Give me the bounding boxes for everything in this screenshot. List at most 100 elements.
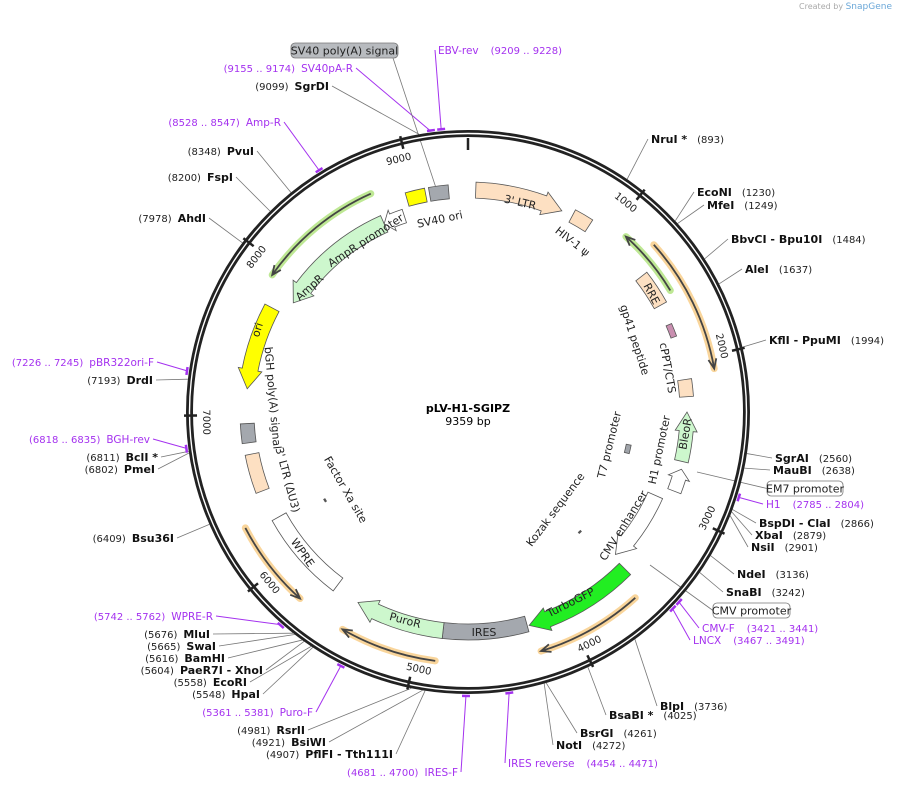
enzyme-site-label[interactable]: (9099)SgrDI xyxy=(255,80,329,93)
enzyme-position: (2879) xyxy=(793,531,826,542)
enzyme-name: EcoRI xyxy=(213,676,247,689)
feature-sv40-ori[interactable] xyxy=(404,187,428,207)
enzyme-site-label[interactable]: (5604)PaeR7I - XhoI xyxy=(141,664,263,677)
enzyme-site-label[interactable]: SgrAI(2560) xyxy=(775,452,852,465)
orf-wpre-orange[interactable] xyxy=(244,527,301,600)
feature-h1-promoter[interactable] xyxy=(667,468,691,495)
feature-ampr-promoter[interactable] xyxy=(383,208,408,232)
primer-label[interactable]: (7226 .. 7245)pBR322ori-F xyxy=(12,357,154,369)
enzyme-site-label[interactable]: (6802)PmeI xyxy=(85,463,155,476)
enzyme-site-label[interactable]: BspDI - ClaI(2866) xyxy=(759,517,874,530)
orf-ampr-green[interactable] xyxy=(271,192,372,276)
enzyme-site-label[interactable]: NruI *(893) xyxy=(651,133,724,146)
feature-3-ltr-delta-u3[interactable] xyxy=(244,452,270,494)
feature-sv40-ori-label: SV40 ori xyxy=(416,208,464,230)
enzyme-site-label[interactable]: NsiI(2901) xyxy=(751,541,818,554)
primer-binding-mark xyxy=(336,663,345,669)
primer-label[interactable]: (5361 .. 5381)Puro-F xyxy=(202,707,313,719)
enzyme-position: (6811) xyxy=(86,453,119,464)
enzyme-site-label[interactable]: (4907)PflFI - Tth111I xyxy=(266,748,393,761)
primer-label[interactable]: EBV-rev(9209 .. 9228) xyxy=(438,45,562,57)
primer-label[interactable]: (9155 .. 9174)SV40pA-R xyxy=(224,63,353,75)
enzyme-site-label[interactable]: (7193)DrdI xyxy=(87,374,153,387)
enzyme-site-label[interactable]: (8348)PvuI xyxy=(188,145,254,158)
enzyme-leader-line xyxy=(732,509,757,524)
orf-puror-orange[interactable] xyxy=(342,628,436,662)
feature-bgh-polya-signal[interactable] xyxy=(239,422,257,445)
enzyme-position: (5548) xyxy=(192,690,225,701)
feature-kozak-sequence[interactable] xyxy=(577,529,582,535)
primer-binding-mark xyxy=(276,621,285,630)
orf-puror-orange-arrowhead xyxy=(340,628,353,639)
enzyme-position: (4907) xyxy=(266,750,299,761)
sv40-polya-signal-box[interactable] xyxy=(290,42,399,59)
feature-factor-xa-site[interactable] xyxy=(323,498,328,503)
enzyme-site-label[interactable]: MfeI(1249) xyxy=(707,199,778,212)
enzyme-site-label[interactable]: (6409)Bsu36I xyxy=(93,532,174,545)
enzyme-site-label[interactable]: (5616)BamHI xyxy=(145,652,225,665)
enzyme-site-label[interactable]: (5548)HpaI xyxy=(192,688,260,701)
feature-ori[interactable] xyxy=(237,303,280,390)
enzyme-position: (5665) xyxy=(147,642,180,653)
enzyme-site-label[interactable]: (4921)BsiWI xyxy=(252,736,326,749)
enzyme-leader-line xyxy=(587,667,607,716)
orf-turbogfp-orange[interactable] xyxy=(540,597,636,652)
enzyme-site-label[interactable]: MauBI(2638) xyxy=(773,464,855,477)
primer-label[interactable]: IRES reverse(4454 .. 4471) xyxy=(508,758,658,770)
enzyme-site-label[interactable]: BlpI(3736) xyxy=(660,700,727,713)
orf-turbogfp-orange-arrowhead xyxy=(538,643,552,653)
feature-ampr[interactable] xyxy=(292,215,389,304)
feature-sv40-polya-signal[interactable] xyxy=(427,184,450,202)
enzyme-site-label[interactable]: BsrGI(4261) xyxy=(580,727,657,740)
em7-promoter-box[interactable] xyxy=(766,480,844,497)
primer-label[interactable]: (6818 .. 6835)BGH-rev xyxy=(29,434,150,446)
feature-bleor[interactable] xyxy=(674,411,698,464)
primer-label[interactable]: LNCX(3467 .. 3491) xyxy=(693,635,805,647)
enzyme-site-label[interactable]: (5558)EcoRI xyxy=(174,676,247,689)
feature-cppt-cts[interactable] xyxy=(677,378,694,398)
enzyme-site-label[interactable]: (5676)MluI xyxy=(144,628,210,641)
feature-hiv1-psi[interactable] xyxy=(568,209,594,233)
feature-puror[interactable] xyxy=(357,600,445,639)
enzyme-position: (6802) xyxy=(85,465,118,476)
enzyme-site-label[interactable]: KflI - PpuMI(1994) xyxy=(769,334,884,347)
orf-right-orange[interactable] xyxy=(653,244,716,369)
enzyme-site-label[interactable]: (8200)FspI xyxy=(168,171,233,184)
enzyme-name: BsrGI xyxy=(580,727,613,740)
feature-3-ltr[interactable] xyxy=(475,181,563,216)
enzyme-site-label[interactable]: (4981)RsrII xyxy=(237,724,305,737)
enzyme-site-label[interactable]: EcoNI(1230) xyxy=(697,186,775,199)
enzyme-site-label[interactable]: BsaBI *(4025) xyxy=(609,709,697,722)
primer-label[interactable]: (5742 .. 5762)WPRE-R xyxy=(94,611,213,623)
enzyme-site-label[interactable]: NdeI(3136) xyxy=(737,568,809,581)
enzyme-site-label[interactable]: (5665)SwaI xyxy=(147,640,216,653)
feature-turbogfp[interactable] xyxy=(528,562,632,632)
primer-label[interactable]: (4681 .. 4700)IRES-F xyxy=(347,767,458,779)
enzyme-name: NsiI xyxy=(751,541,775,554)
orf-rre-green[interactable] xyxy=(625,235,672,291)
enzyme-site-label[interactable]: BbvCI - Bpu10I(1484) xyxy=(731,233,866,246)
feature-factor-xa-site-label: Factor Xa site xyxy=(321,454,370,525)
feature-gp41-peptide[interactable] xyxy=(665,322,678,339)
enzyme-leader-line xyxy=(265,641,305,671)
feature-cmv-enhancer[interactable] xyxy=(614,491,664,555)
feature-t7-promoter[interactable] xyxy=(623,443,632,455)
enzyme-site-label[interactable]: XbaI (2879) xyxy=(755,529,826,542)
enzyme-name: BclI * xyxy=(126,451,159,464)
feature-wpre[interactable] xyxy=(271,512,344,592)
primer-label[interactable]: H1(2785 .. 2804) xyxy=(766,499,864,511)
primer-label[interactable]: (8528 .. 8547)Amp-R xyxy=(168,117,281,129)
enzyme-site-label[interactable]: AleI(1637) xyxy=(745,263,812,276)
enzyme-leader-line xyxy=(157,452,190,470)
cmv-promoter-box[interactable] xyxy=(712,602,791,619)
feature-rre[interactable] xyxy=(635,271,668,310)
primer-label[interactable]: CMV-F(3421 .. 3441) xyxy=(702,623,818,635)
enzyme-name: DrdI xyxy=(126,374,153,387)
enzyme-site-label[interactable]: NotI(4272) xyxy=(556,739,625,752)
primer-binding-mark xyxy=(505,691,514,695)
enzyme-site-label[interactable]: (6811) BclI * xyxy=(86,451,158,464)
enzyme-site-label[interactable]: SnaBI(3242) xyxy=(726,586,805,599)
enzyme-name: XbaI xyxy=(755,529,783,542)
enzyme-position: (1637) xyxy=(779,265,812,276)
enzyme-site-label[interactable]: (7978)AhdI xyxy=(138,212,206,225)
